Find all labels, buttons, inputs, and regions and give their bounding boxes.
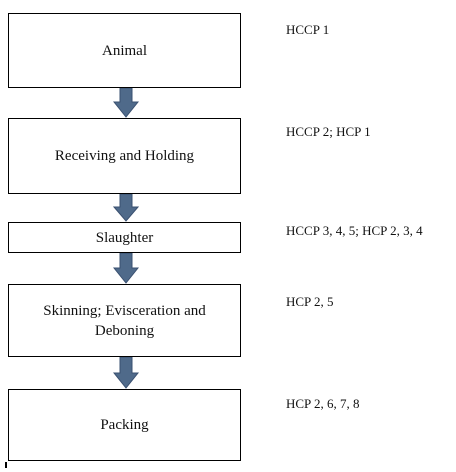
control-points-label: HCCP 3, 4, 5; HCP 2, 3, 4 <box>286 223 423 238</box>
step-box-slaughter: Slaughter <box>8 222 241 253</box>
step-box-animal: Animal <box>8 13 241 88</box>
step-box-receiving-holding: Receiving and Holding <box>8 118 241 194</box>
step-label: Slaughter <box>95 229 154 246</box>
step-label: Animal <box>102 42 147 59</box>
control-points-label: HCCP 1 <box>286 22 330 37</box>
control-points-label: HCCP 2; HCP 1 <box>286 124 371 139</box>
step-label: Receiving and Holding <box>54 148 195 164</box>
down-arrow-icon <box>113 357 139 389</box>
control-points-label: HCP 2, 5 <box>286 294 334 309</box>
down-arrow-icon <box>113 194 139 222</box>
step-label: Packing <box>100 417 149 433</box>
down-arrow-icon <box>113 88 139 118</box>
control-points-label: HCP 2, 6, 7, 8 <box>286 396 360 411</box>
step-box-packing: Packing <box>8 389 241 461</box>
step-label: Skinning; Evisceration and Deboning <box>43 302 206 339</box>
down-arrow-icon <box>113 253 139 284</box>
step-box-skinning-evisceration-deboning: Skinning; Evisceration and Deboning <box>8 284 241 357</box>
stray-tick-mark <box>5 462 7 468</box>
